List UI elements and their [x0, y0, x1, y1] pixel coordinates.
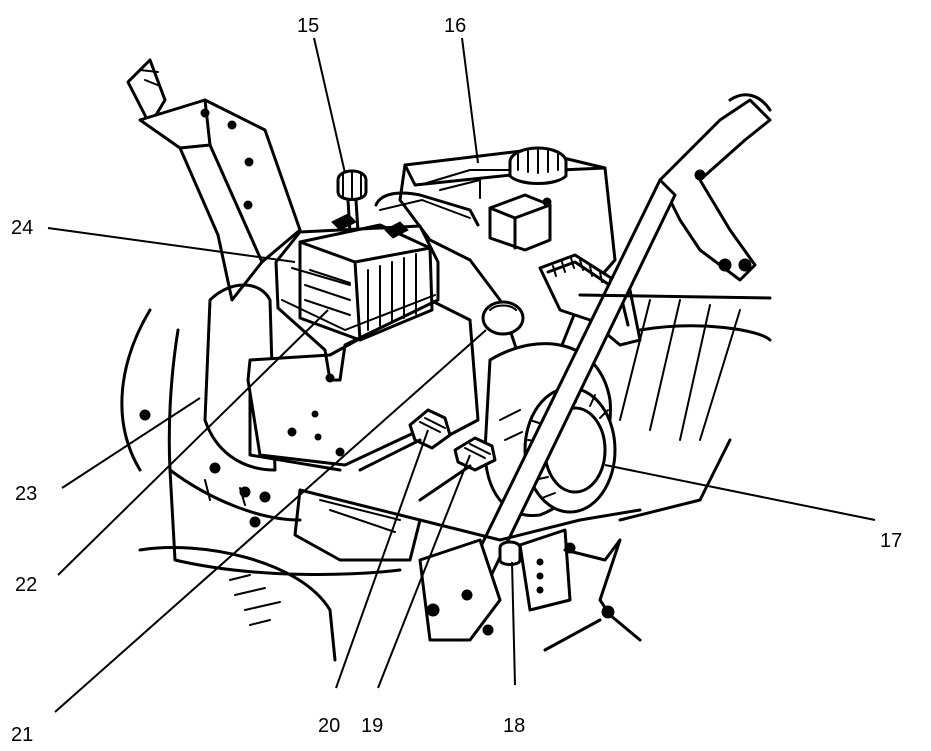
leader-lines — [47, 37, 876, 713]
callout-22: 22 — [15, 574, 37, 596]
leader-18 — [511, 561, 516, 686]
lower-frame — [293, 488, 642, 652]
callout-labels: 15 16 17 18 19 20 21 22 23 24 — [11, 15, 902, 746]
discharge-chute — [126, 58, 302, 302]
primer-bulb — [481, 300, 525, 336]
leader-15 — [313, 37, 346, 174]
leader-20 — [335, 429, 429, 689]
callout-16: 16 — [444, 15, 466, 37]
callout-15: 15 — [297, 15, 319, 37]
callout-21: 21 — [11, 724, 33, 746]
control-levers — [358, 408, 497, 502]
leader-17 — [604, 464, 876, 521]
leader-23 — [61, 397, 201, 489]
fuel-cap — [508, 146, 568, 185]
leader-22 — [57, 309, 329, 576]
leader-16 — [461, 37, 479, 164]
callout-17: 17 — [880, 530, 902, 552]
leader-21 — [54, 329, 487, 713]
leader-19 — [377, 454, 471, 689]
leader-24 — [47, 227, 296, 263]
auger-housing — [120, 283, 402, 662]
callout-18: 18 — [503, 715, 525, 737]
callout-24: 24 — [11, 217, 33, 239]
callout-23: 23 — [15, 483, 37, 505]
battery — [274, 191, 480, 383]
handle-frame — [438, 93, 772, 642]
throttle-block — [488, 193, 552, 252]
choke-knob — [336, 169, 368, 234]
callout-20: 20 — [318, 715, 340, 737]
callout-19: 19 — [361, 715, 383, 737]
